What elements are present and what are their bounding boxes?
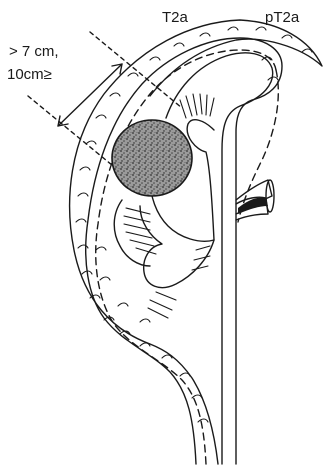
kidney-outline (86, 38, 282, 464)
renal-sinus-outline (166, 53, 273, 464)
renal-vessel-fill (238, 197, 268, 214)
label-size-line2: 10cm≥ (7, 66, 52, 84)
tumor-mass (112, 120, 192, 196)
label-size-line1: > 7 cm, (9, 43, 59, 61)
fat-texture (76, 27, 312, 422)
measure-guide-lower (28, 96, 118, 170)
label-pt2a: pT2a (265, 9, 299, 27)
perirenal-fat-boundary (96, 50, 276, 464)
lower-calyx (140, 206, 214, 288)
vessel-end (266, 180, 274, 212)
measure-guide-upper (90, 32, 182, 108)
label-t2a: T2a (162, 9, 188, 27)
gerota-fascia-outline (70, 20, 322, 464)
